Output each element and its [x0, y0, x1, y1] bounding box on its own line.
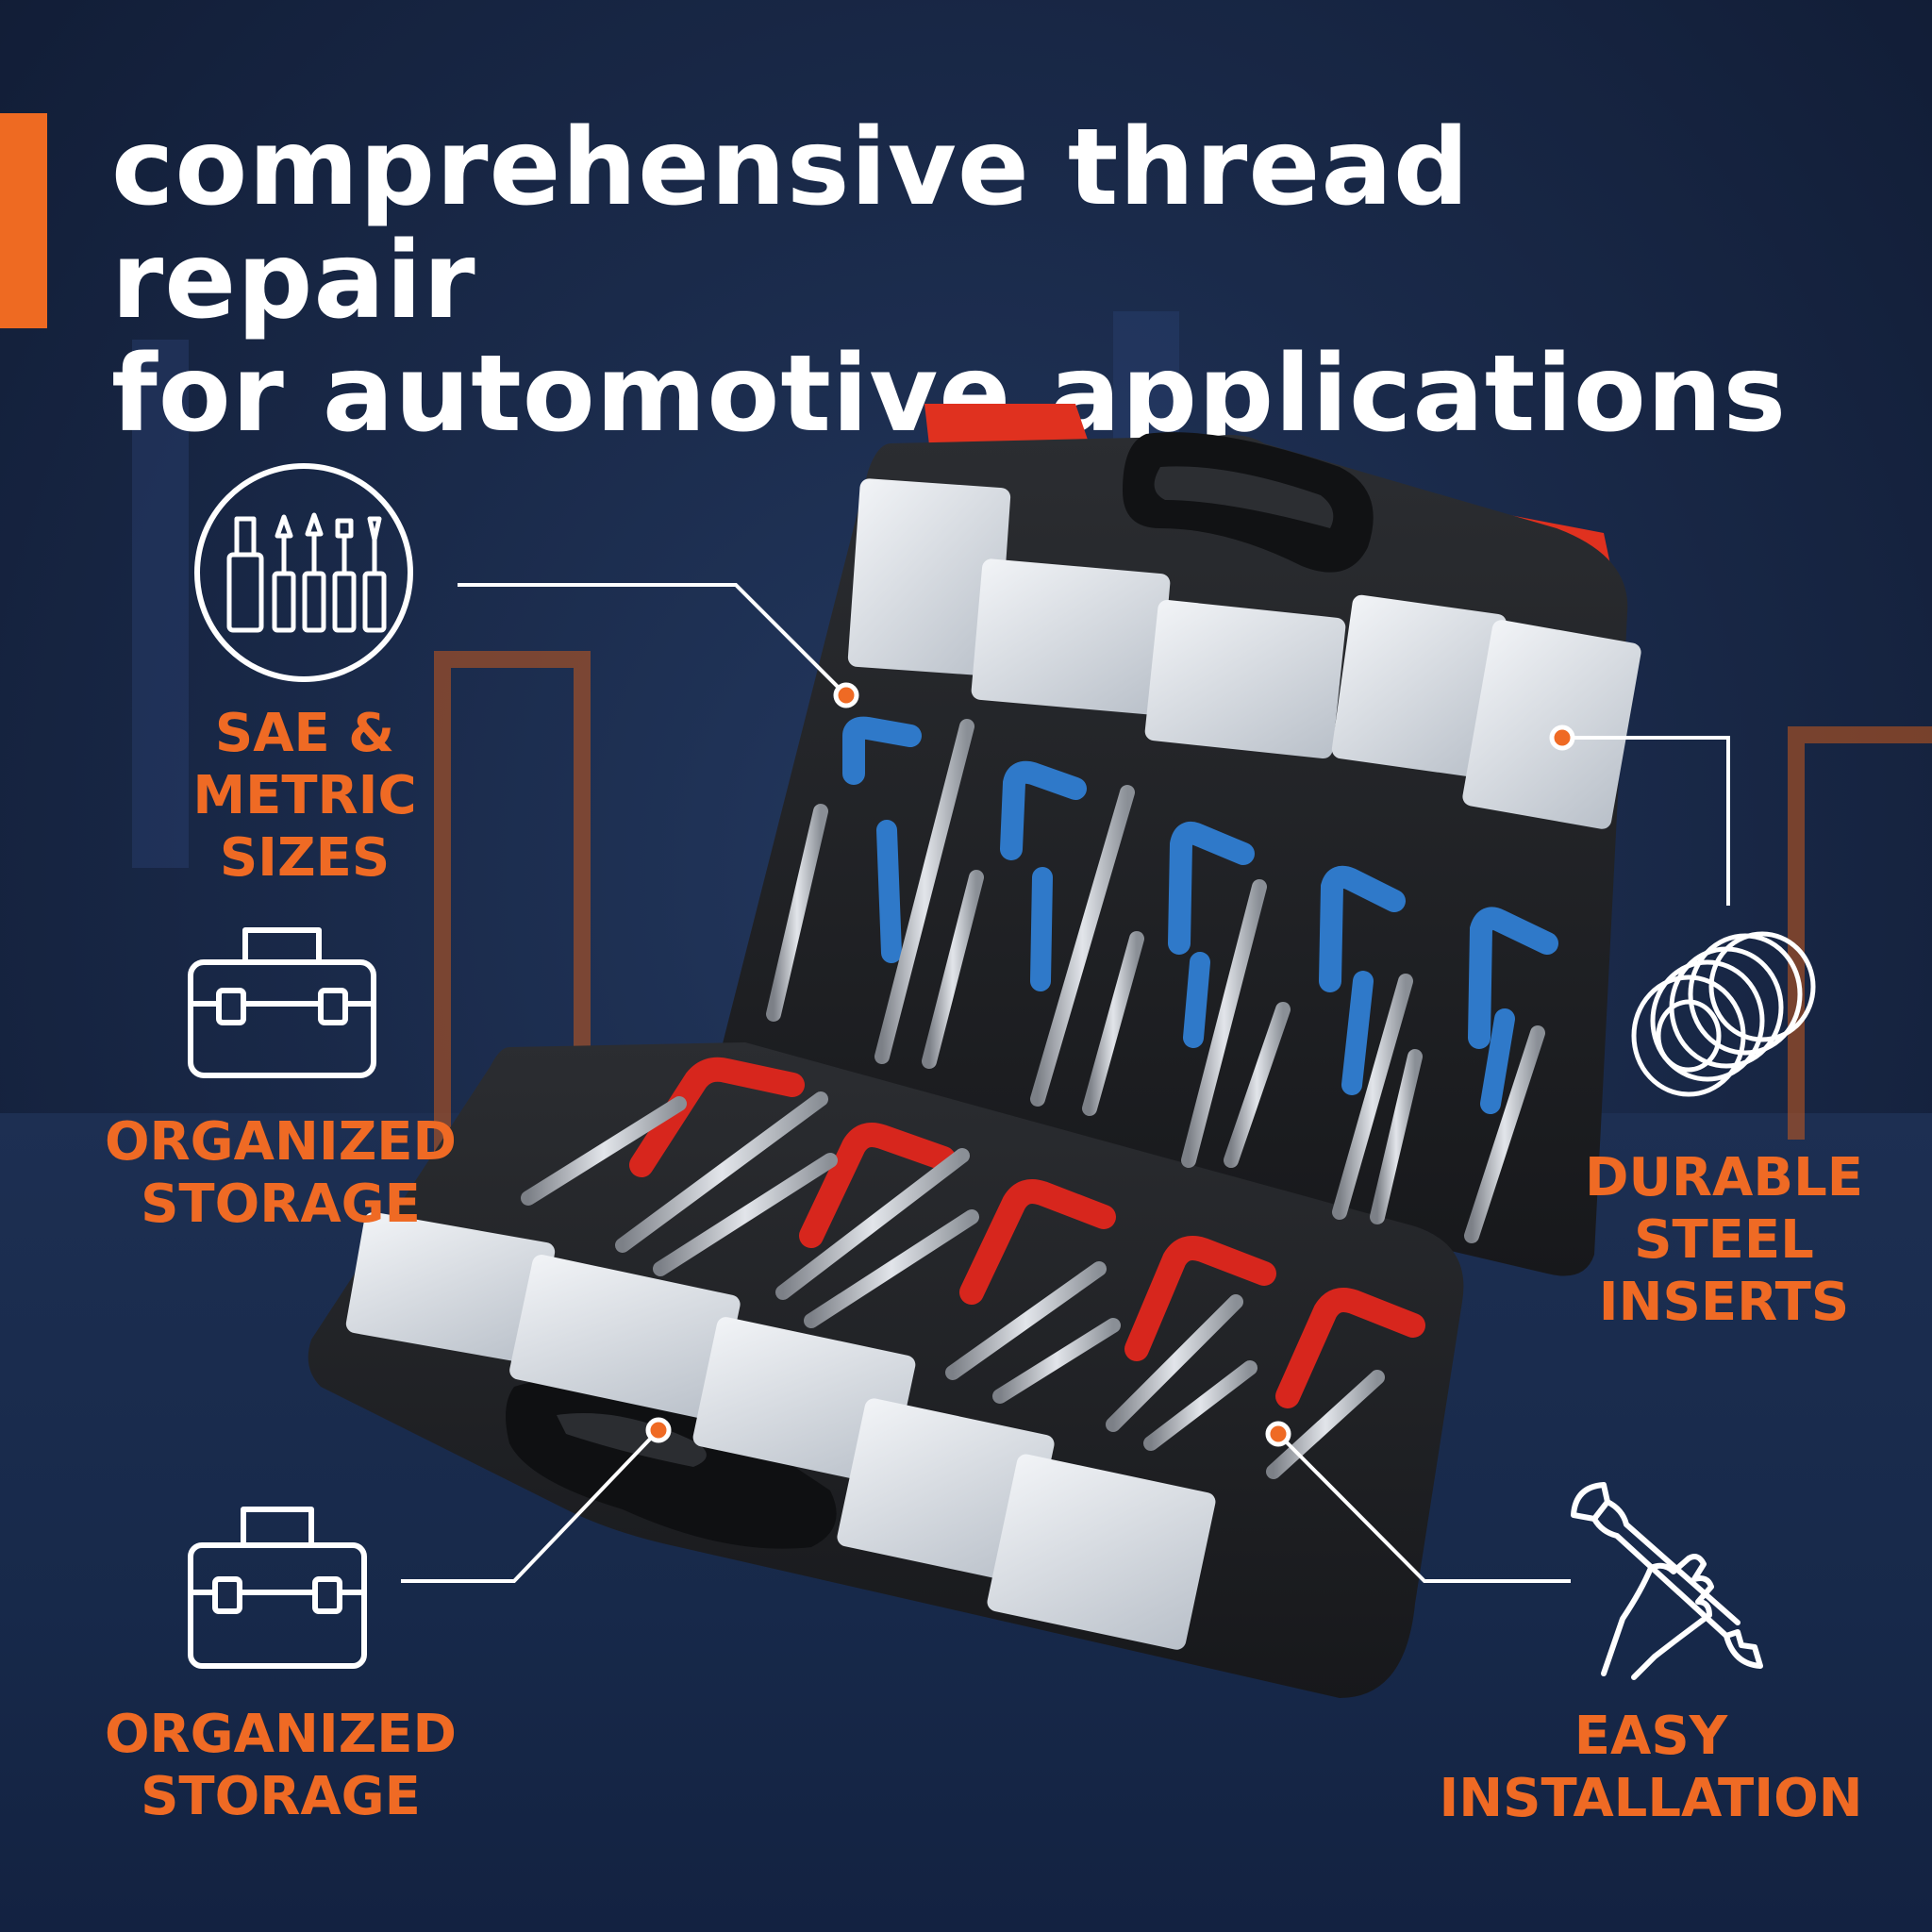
feature-label-line: STEEL	[1634, 1209, 1814, 1271]
steel-taps-drills-base	[521, 1091, 1385, 1479]
feature-label-line: ORGANIZED	[104, 1704, 458, 1765]
feature-label-line: DURABLE	[1584, 1147, 1864, 1208]
feature-label-organized-storage: ORGANIZED STORAGE	[94, 1111, 467, 1236]
feature-label-line: SIZES	[219, 827, 391, 889]
blue-install-tools	[842, 716, 1558, 1114]
toolbox-icon	[188, 927, 376, 1078]
toolbox-icon	[188, 1507, 367, 1669]
feature-label-line: INSTALLATION	[1439, 1768, 1863, 1829]
background-pillar-left	[132, 340, 189, 868]
case-latch-left	[924, 404, 1090, 445]
hand-wrench-icon	[1571, 1482, 1763, 1680]
background-door-right	[1788, 726, 1932, 1140]
callout-lines	[401, 583, 1730, 1583]
coil-insert-icon	[1631, 931, 1816, 1097]
insert-boxes-base	[345, 1211, 1216, 1650]
callout-dots	[645, 682, 1575, 1447]
feature-label-line: ORGANIZED	[104, 1111, 458, 1173]
headline-line-1: comprehensive thread repair	[111, 107, 1471, 342]
feature-label-organized-storage-2: ORGANIZED STORAGE	[94, 1704, 467, 1828]
feature-label-line: EASY	[1574, 1706, 1728, 1767]
feature-label-line: STORAGE	[141, 1174, 421, 1235]
insert-boxes-lid	[847, 478, 1641, 829]
red-install-tools	[629, 1057, 1425, 1408]
steel-taps-drills-lid	[766, 719, 1545, 1243]
feature-label-durable-steel-inserts: DURABLE STEEL INSERTS	[1547, 1147, 1901, 1334]
feature-label-line: INSERTS	[1598, 1272, 1850, 1333]
feature-label-easy-installation: EASY INSTALLATION	[1434, 1706, 1868, 1830]
screwdriver-bits-icon	[194, 463, 413, 682]
feature-label-line: STORAGE	[141, 1766, 421, 1827]
feature-label-sae-metric: SAE & METRIC SIZES	[102, 703, 508, 890]
background-door-left	[434, 651, 591, 1158]
feature-label-line: SAE & METRIC	[192, 703, 417, 826]
headline: comprehensive thread repair for automoti…	[111, 111, 1857, 451]
headline-accent-bar	[0, 113, 47, 328]
